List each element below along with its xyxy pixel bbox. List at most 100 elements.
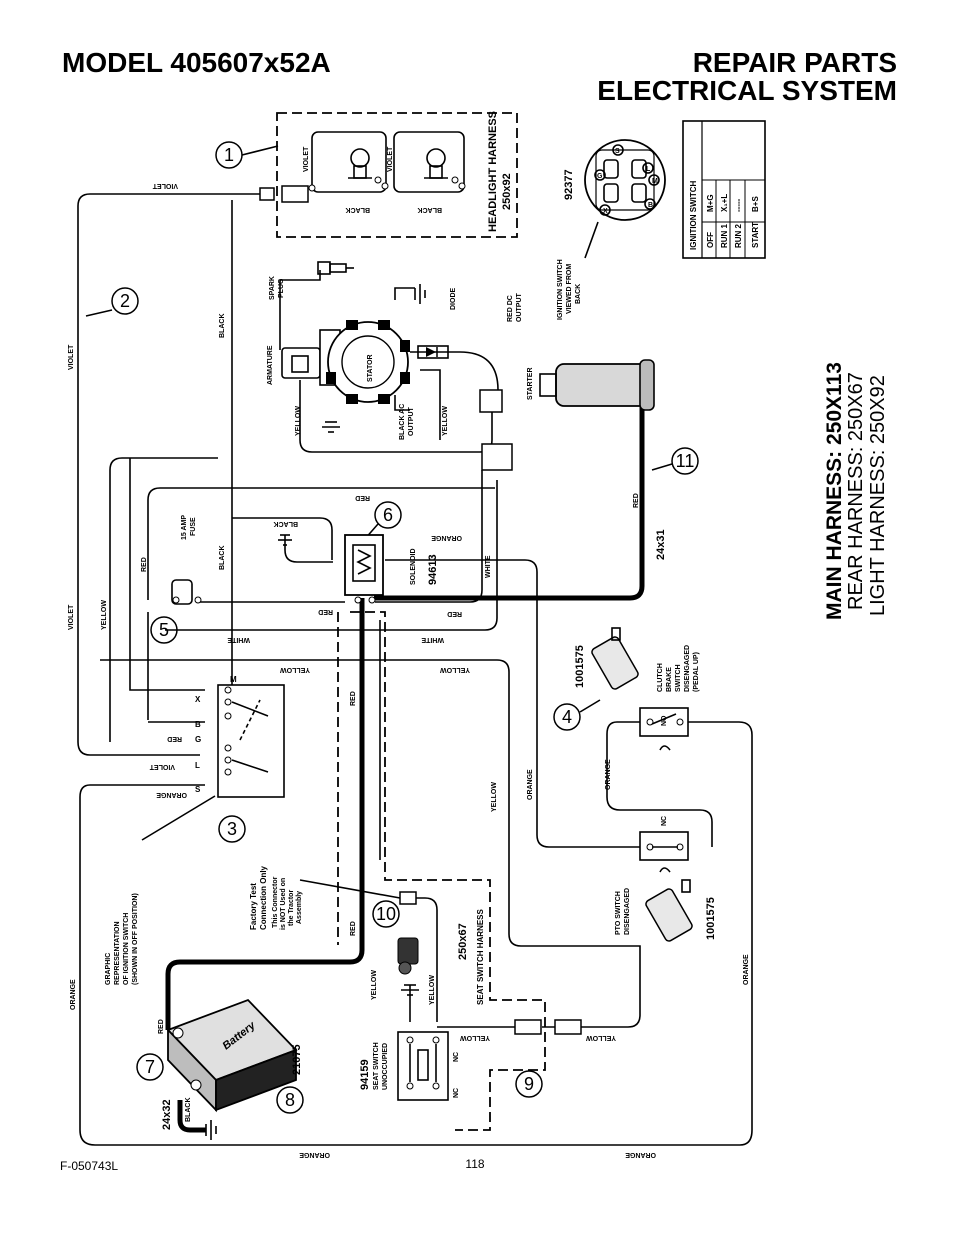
cable-24x32: 24x32 (161, 1099, 173, 1130)
ignition-row-run1: RUN 1 (720, 223, 729, 248)
no-label: NO (661, 715, 668, 726)
seat-nc-label-1: NC (453, 1052, 460, 1062)
seat-harness-label: SEAT SWITCH HARNESS (476, 908, 485, 1005)
pto-label1: PTO SWITCH (615, 891, 622, 935)
headlight-plug (259, 187, 275, 201)
wire-label-black: BLACK (219, 314, 226, 339)
svg-text:7: 7 (145, 1057, 155, 1077)
face-letter-m: M (652, 178, 658, 185)
ground-icon (401, 984, 419, 996)
wire-label-violet: VIOLET (387, 146, 394, 172)
wire-label-yellow: YELLOW (429, 975, 436, 1005)
factory-test-connector (399, 891, 417, 905)
face-letter-g: G (597, 173, 603, 180)
ground-icon (414, 284, 426, 304)
battery-cables (165, 400, 645, 1133)
solenoid-icon (344, 534, 384, 604)
ignition-switch-number: 92377 (563, 169, 575, 200)
headlight-connector (281, 185, 309, 203)
seat-switch-label1: SEAT SWITCH (373, 1042, 380, 1090)
electrical-system-title: ELECTRICAL SYSTEM (597, 75, 897, 106)
battery-number: 21075 (291, 1044, 303, 1075)
headlight-harness-label: HEADLIGHT HARNESS (487, 111, 499, 232)
seat-switch-plunger-icon (397, 937, 419, 975)
wire-label-red: RED (350, 921, 357, 936)
svg-text:2: 2 (120, 291, 130, 311)
stator-icon (326, 320, 410, 404)
callout-2: 2 (85, 287, 139, 317)
headlight-harness-number: 250x92 (501, 173, 513, 210)
repair-parts-title: REPAIR PARTS (693, 47, 897, 78)
stator-label: STATOR (367, 354, 374, 382)
callout-4: 4 (553, 699, 601, 731)
wire-label-red: RED (167, 735, 182, 742)
rear-harness-heading: REAR HARNESS: 250X67 (845, 372, 867, 610)
ignition-table-title: IGNITION SWITCH (689, 180, 698, 250)
ignition-viewed-line1: IGNITION SWITCH (557, 259, 564, 320)
wire-label-violet: VIOLET (68, 604, 75, 630)
callout-9: 9 (515, 1070, 543, 1098)
wire-label-red: RED (447, 610, 462, 617)
wire-label-yellow: YELLOW (295, 406, 302, 436)
svg-text:11: 11 (676, 451, 695, 471)
ignition-switch-face: S L M B X G (584, 139, 666, 221)
wire-label-yellow: YELLOW (280, 666, 310, 673)
wire-label-violet: VIOLET (149, 763, 175, 770)
wire-label-black: BLACK (274, 520, 299, 527)
callout-8: 8 (276, 1086, 304, 1114)
armature-label: ARMATURE (267, 345, 274, 385)
ignition-contacts-start: B+S (751, 196, 760, 212)
wires (77, 193, 753, 1146)
svg-text:4: 4 (562, 707, 572, 727)
wire-label-black: BLACK (346, 206, 371, 213)
ignition-terminal-m: M (230, 675, 237, 684)
seat-harness-connector-a (514, 1019, 542, 1035)
wire-label-white: WHITE (421, 636, 444, 643)
ground-icon (278, 534, 292, 546)
wire-label-violet: VIOLET (152, 182, 178, 189)
wire-label-orange: ORANGE (625, 1151, 656, 1158)
wire-label-yellow: YELLOW (371, 970, 378, 1000)
spark-plug-label1: SPARK (269, 276, 276, 300)
headlight-right-loop (393, 131, 465, 193)
pto-switch-icon (645, 879, 693, 942)
fuse-label2: FUSE (190, 517, 197, 536)
wire-label-red: RED (141, 557, 148, 572)
clutch-switch-icon (591, 627, 639, 690)
clutch-label3: SWITCH (675, 664, 682, 692)
battery-icon (166, 998, 298, 1113)
nc-label: NC (661, 816, 668, 826)
wire-label-yellow: YELLOW (442, 406, 449, 436)
seat-switch-number: 94159 (359, 1059, 371, 1090)
wire-label-yellow: YELLOW (491, 782, 498, 812)
main-connector (481, 443, 513, 471)
ignition-viewed-line3: BACK (575, 284, 582, 304)
wire-label-red: RED (318, 608, 333, 615)
graphic-label2: REPRESENTATION (114, 921, 121, 985)
wire-labels: VIOLET VIOLET VIOLET VIOLET BLACK BLACK … (68, 182, 750, 1158)
seat-harness-connector-b (554, 1019, 582, 1035)
callout-3: 3 (218, 815, 246, 843)
pto-label2: DISENGAGED (624, 888, 631, 935)
wire-label-yellow: YELLOW (101, 600, 108, 630)
wire-label-red: RED (350, 691, 357, 706)
spark-plug-label2: PLUG (278, 278, 285, 298)
pto-switch-number: 1001575 (705, 897, 717, 940)
wire-label-orange: ORANGE (70, 979, 77, 1010)
ignition-row-run2: RUN 2 (734, 223, 743, 248)
svg-text:8: 8 (285, 1090, 295, 1110)
diode-icon (417, 345, 449, 359)
factory-test-label6: Assembly (296, 891, 303, 924)
wire-label-yellow: YELLOW (440, 666, 470, 673)
spark-plug-icon (317, 261, 354, 275)
ignition-row-off: OFF (706, 232, 715, 248)
factory-test-label5: the Tractor (288, 890, 295, 926)
wire-label-white: WHITE (227, 636, 250, 643)
ignition-terminal-s: S (195, 785, 201, 794)
wire-label-yellow: YELLOW (586, 1034, 616, 1041)
callout-10: 10 (372, 900, 400, 928)
solenoid-number: 94613 (427, 554, 439, 585)
clutch-label5: (PEDAL UP) (693, 652, 700, 692)
stator-connector (479, 389, 503, 413)
